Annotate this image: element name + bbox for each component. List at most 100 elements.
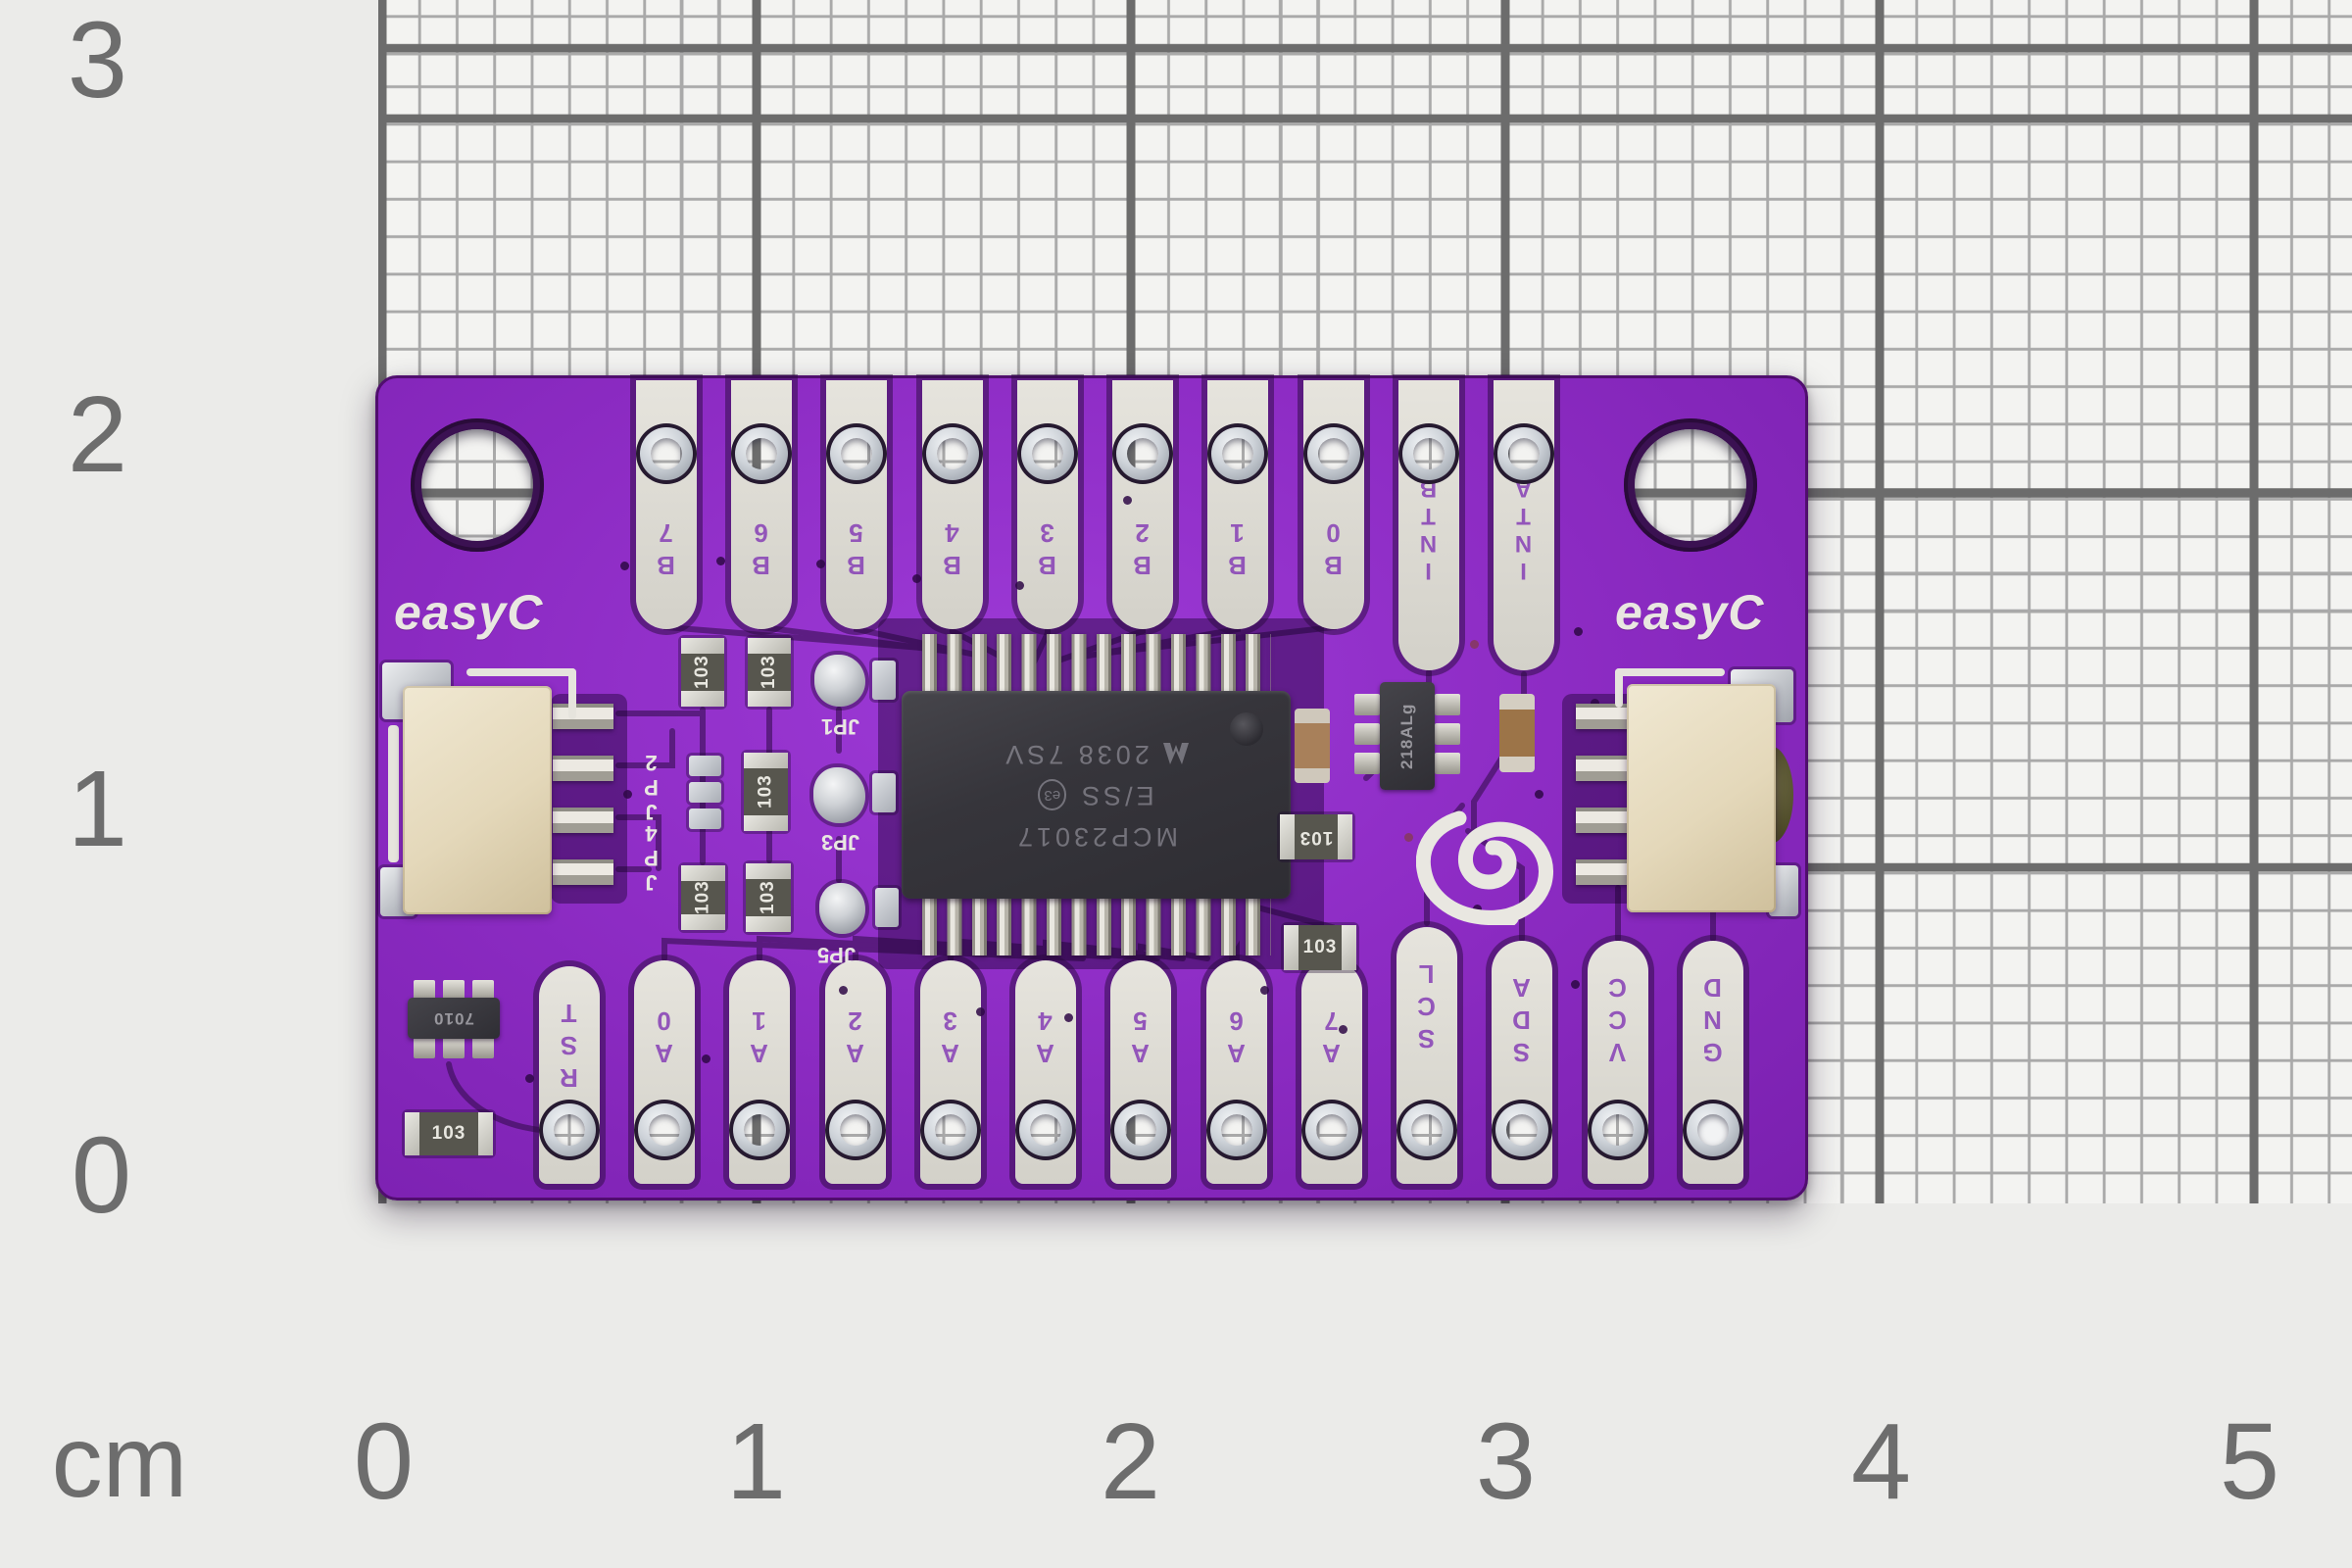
- bh-13: [1683, 1100, 1743, 1160]
- capacitor: [1499, 694, 1535, 772]
- pad-top-3: B5: [826, 380, 887, 629]
- easyc-silkscreen-right: easyC: [1615, 585, 1765, 640]
- pad-label: VCC: [1602, 970, 1633, 1067]
- resistor-code: 103: [758, 880, 778, 915]
- pad-label: B3: [1032, 515, 1062, 580]
- pad-label: B5: [841, 515, 871, 580]
- ic-marking: 218ALg: [1397, 703, 1416, 769]
- ic-pin: [1435, 723, 1460, 745]
- mounting-hole-left: [411, 418, 544, 552]
- ic-pins-bottom: [922, 899, 1271, 956]
- via: [912, 574, 921, 583]
- via: [1574, 627, 1583, 636]
- via: [1015, 581, 1024, 590]
- capacitor: [1295, 709, 1330, 783]
- via: [1404, 833, 1413, 842]
- ruler-left-0: 0: [71, 1115, 133, 1236]
- th-10: [1494, 423, 1554, 484]
- ruler-bottom-2: 2: [1100, 1401, 1162, 1522]
- ic-pin: [1435, 753, 1460, 774]
- jumper-pad: [872, 661, 896, 700]
- chip-package-code: E/SS: [1078, 780, 1154, 810]
- pad-label: B6: [746, 515, 776, 580]
- ruler-bottom-3: 3: [1475, 1401, 1538, 1522]
- silkscreen-line: [568, 668, 576, 719]
- ic-pin: [1354, 723, 1380, 745]
- ruler-unit-label: cm: [51, 1405, 188, 1519]
- ruler-bottom-1: 1: [725, 1401, 788, 1522]
- th-1: [636, 423, 697, 484]
- resistor-10k: 103: [681, 638, 724, 707]
- silkscreen-line: [466, 668, 576, 676]
- th-6: [1112, 423, 1173, 484]
- jumper-label: JP4: [639, 821, 663, 895]
- resistor-10k: 103: [405, 1112, 493, 1155]
- pad-label: B4: [937, 515, 967, 580]
- ic-pin: [443, 1037, 465, 1058]
- silkscreen-line: [388, 725, 399, 862]
- jumper-pad: [689, 782, 721, 803]
- resistor-code: 103: [759, 655, 779, 690]
- bh-9: [1301, 1100, 1362, 1160]
- resistor-10k: 103: [748, 638, 791, 707]
- ic-pins-top: [922, 634, 1271, 691]
- ic-pin: [472, 980, 494, 1002]
- connector-pins: [553, 694, 613, 902]
- pad-label: A5: [1125, 1004, 1155, 1068]
- th-5: [1017, 423, 1078, 484]
- solder-jumper: [819, 883, 865, 934]
- regulator-ic: 7010: [408, 998, 500, 1039]
- via: [1064, 1013, 1073, 1022]
- via: [1473, 905, 1482, 913]
- jumper-label: JP2: [639, 751, 663, 824]
- pad-label: A4: [1030, 1004, 1060, 1068]
- jumper-pad: [689, 808, 721, 829]
- via: [976, 1007, 985, 1016]
- pad-top-6: B2: [1112, 380, 1173, 629]
- resistor-code: 103: [692, 655, 712, 690]
- bh-11: [1492, 1100, 1552, 1160]
- pad-label: B2: [1127, 515, 1157, 580]
- resistor-10k: 103: [681, 865, 725, 930]
- ic-pin: [1354, 694, 1380, 715]
- ruler-left-2: 2: [67, 374, 129, 495]
- pad-label: A3: [935, 1004, 965, 1068]
- chip-part-number: MCP23017: [1013, 821, 1179, 852]
- pad-top-7: B1: [1207, 380, 1268, 629]
- pad-label: A6: [1221, 1004, 1251, 1068]
- ic-pin: [1354, 753, 1380, 774]
- resistor-code: 103: [692, 880, 713, 915]
- jumper-label: JP1: [821, 714, 860, 739]
- pad-top-1: B7: [636, 380, 697, 629]
- ruler-left-1: 1: [67, 749, 129, 869]
- ic-marking: 7010: [433, 1009, 474, 1028]
- jumper-label: JP5: [817, 943, 857, 967]
- resistor-code: 103: [431, 1123, 466, 1144]
- resistor-10k: 103: [744, 753, 788, 831]
- via: [1260, 986, 1269, 995]
- via: [1535, 790, 1544, 799]
- resistor-code: 103: [755, 774, 776, 809]
- pad-label: RST: [554, 996, 584, 1093]
- pad-label: INTB: [1415, 474, 1442, 584]
- ruler-bottom-4: 4: [1850, 1401, 1913, 1522]
- silkscreen-line: [1615, 668, 1725, 676]
- mounting-hole-right: [1624, 418, 1757, 552]
- ic-pin: [414, 1037, 435, 1058]
- th-8: [1303, 423, 1364, 484]
- resistor-10k: 103: [1280, 814, 1352, 859]
- via: [1571, 980, 1580, 989]
- jumper-pad: [872, 773, 896, 812]
- pad-label: A7: [1316, 1004, 1347, 1068]
- pcb-board: easyC easyC B7 B6 B5 B4 B3 B2 B1 B0 INTB…: [375, 375, 1808, 1200]
- jumper-pad: [875, 888, 899, 927]
- connector-pins: [1576, 694, 1637, 902]
- ic-pin: [1435, 694, 1460, 715]
- via: [816, 560, 825, 568]
- via: [620, 562, 629, 570]
- th-2: [731, 423, 792, 484]
- pad-label: B0: [1318, 515, 1348, 580]
- lead-free-mark: e3: [1038, 779, 1067, 810]
- jumper-label: JP3: [821, 830, 860, 855]
